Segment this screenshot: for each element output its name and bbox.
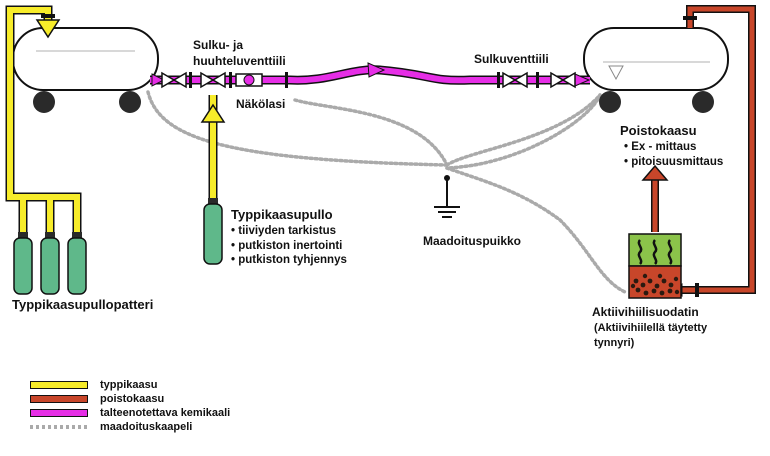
legend-item-nitrogen: typpikaasu bbox=[30, 378, 330, 392]
carbon-filter bbox=[628, 233, 682, 299]
flush-valves bbox=[161, 71, 232, 89]
flush-valve-label-line2: huuhteluventtiili bbox=[193, 54, 286, 68]
legend-swatch bbox=[30, 425, 88, 429]
legend-swatch bbox=[30, 409, 88, 417]
nitrogen-bottle bbox=[203, 198, 223, 265]
shutoff-valves bbox=[497, 71, 576, 89]
grounding-point-label: Maadoituspuikko bbox=[423, 234, 522, 248]
left-tank-wheel-2 bbox=[119, 91, 141, 113]
legend-label: typpikaasu bbox=[100, 379, 158, 391]
filter-desc-line2: tynnyri) bbox=[594, 337, 635, 349]
nitrogen-bottle-label: Typpikaasupullo bbox=[231, 207, 333, 222]
nitrogen-bottle-list: tiiviyden tarkistus putkiston inertointi… bbox=[231, 224, 347, 268]
nitrogen-cylinder bbox=[40, 232, 60, 295]
bottle-battery-cylinders bbox=[13, 232, 87, 295]
sight-glass bbox=[235, 72, 288, 88]
left-tank-wheel-1 bbox=[33, 91, 55, 113]
filter-title-label: Aktiivihiilisuodatin bbox=[592, 305, 699, 319]
exhaust-gas-label: Poistokaasu bbox=[620, 123, 697, 138]
exhaust-item: Ex - mittaus bbox=[624, 140, 723, 155]
nitrogen-item: putkiston tyhjennys bbox=[231, 253, 347, 268]
shutoff-valve-label: Sulkuventtiili bbox=[474, 52, 549, 66]
nitrogen-item: tiiviyden tarkistus bbox=[231, 224, 347, 239]
legend-item-chemical: talteenotettava kemikaali bbox=[30, 406, 330, 420]
legend-swatch bbox=[30, 395, 88, 403]
exhaust-out-arrow bbox=[641, 164, 669, 181]
exhaust-item: pitoisuusmittaus bbox=[624, 155, 723, 170]
filter-desc-line1: (Aktiivihiilellä täytetty bbox=[594, 322, 708, 334]
legend-label: poistokaasu bbox=[100, 393, 165, 405]
nitrogen-bottle-arrow bbox=[200, 103, 226, 123]
sight-glass-label: Näkölasi bbox=[236, 97, 286, 111]
right-tank-wheel-1 bbox=[599, 91, 621, 113]
legend-swatch bbox=[30, 381, 88, 389]
nitrogen-inlet-arrow bbox=[35, 19, 61, 39]
legend-item-exhaust: poistokaasu bbox=[30, 392, 330, 406]
flow-arrow bbox=[367, 62, 386, 78]
exhaust-gas-list: Ex - mittaus pitoisuusmittaus bbox=[624, 140, 723, 169]
right-tank bbox=[583, 27, 729, 113]
chemical-pipe bbox=[150, 62, 591, 87]
left-tank bbox=[12, 27, 159, 113]
legend-label: maadoituskaapeli bbox=[100, 421, 193, 433]
ground-symbol bbox=[434, 175, 460, 218]
legend-item-ground: maadoituskaapeli bbox=[30, 420, 330, 434]
nitrogen-item: putkiston inertointi bbox=[231, 239, 347, 254]
nitrogen-cylinder bbox=[13, 232, 33, 295]
flush-valve-label-line1: Sulku- ja bbox=[193, 38, 244, 52]
flush-valve bbox=[200, 71, 215, 89]
right-tank-wheel-2 bbox=[692, 91, 714, 113]
bottle-battery-label: Typpikaasupullopatteri bbox=[12, 297, 154, 312]
legend-label: talteenotettava kemikaali bbox=[100, 407, 231, 419]
grounding-cables bbox=[146, 90, 627, 294]
nitrogen-cylinder bbox=[67, 232, 87, 295]
